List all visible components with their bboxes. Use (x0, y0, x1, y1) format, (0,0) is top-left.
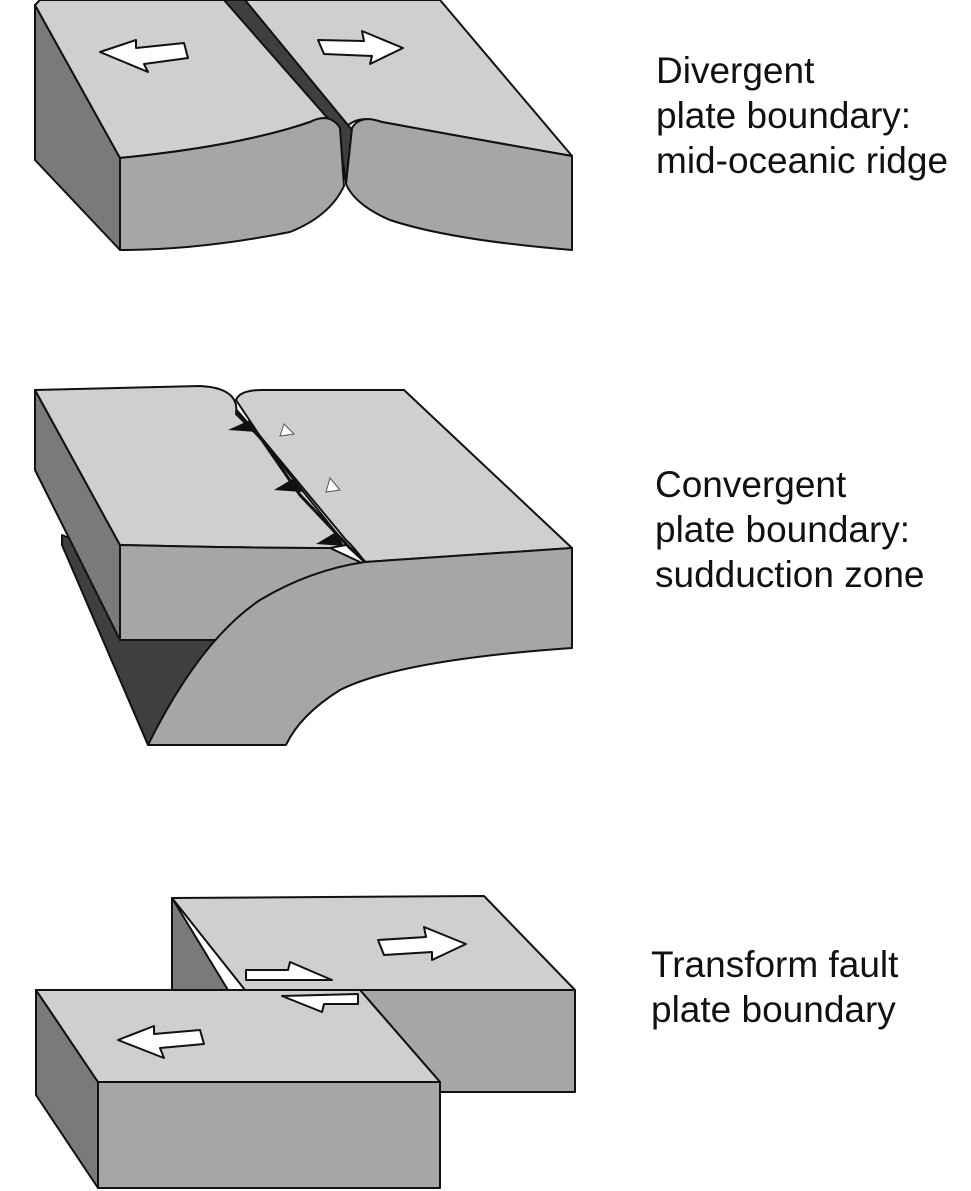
convergent-subduction-tooth-1 (228, 420, 256, 432)
divergent-caption: Divergent plate boundary: mid-oceanic ri… (656, 48, 948, 183)
divergent-left-front (119, 117, 345, 251)
convergent-subducting-front (147, 547, 573, 746)
plate-boundary-figure (34, 0, 576, 1189)
divergent-block (34, 0, 573, 251)
transform-caption-line-1: Transform fault (651, 944, 899, 985)
divergent-caption-line-3: mid-oceanic ridge (656, 140, 949, 181)
convergent-subduction-tooth-2 (274, 478, 302, 492)
transform-caption-line-2: plate boundary (651, 989, 896, 1030)
divergent-left-arrow-icon (99, 39, 189, 73)
convergent-caption-line-1: Convergent (655, 464, 847, 505)
convergent-caption: Convergent plate boundary: sudduction zo… (655, 462, 924, 597)
transform-back-top (171, 895, 576, 991)
divergent-caption-line-1: Divergent (656, 50, 815, 91)
convergent-motion-arrow-1-icon (279, 423, 296, 437)
divergent-right-arrow-icon (317, 30, 404, 65)
transform-front-front (97, 1081, 441, 1189)
convergent-subduction-tooth-3 (316, 532, 344, 546)
transform-back-arrow-icon (377, 926, 467, 961)
transform-fault-arrow-lower-icon (281, 993, 359, 1013)
transform-front-arrow-icon (117, 1025, 205, 1059)
transform-caption: Transform fault plate boundary (651, 942, 898, 1032)
divergent-right-front (345, 118, 573, 251)
convergent-caption-line-2: plate boundary: (655, 509, 911, 550)
convergent-motion-arrow-2-icon (325, 476, 341, 493)
convergent-block (34, 385, 573, 746)
convergent-caption-line-3: sudduction zone (655, 554, 925, 595)
transform-block (35, 895, 576, 1189)
transform-fault-arrow-upper-icon (245, 961, 333, 981)
divergent-caption-line-2: plate boundary: (656, 95, 912, 136)
